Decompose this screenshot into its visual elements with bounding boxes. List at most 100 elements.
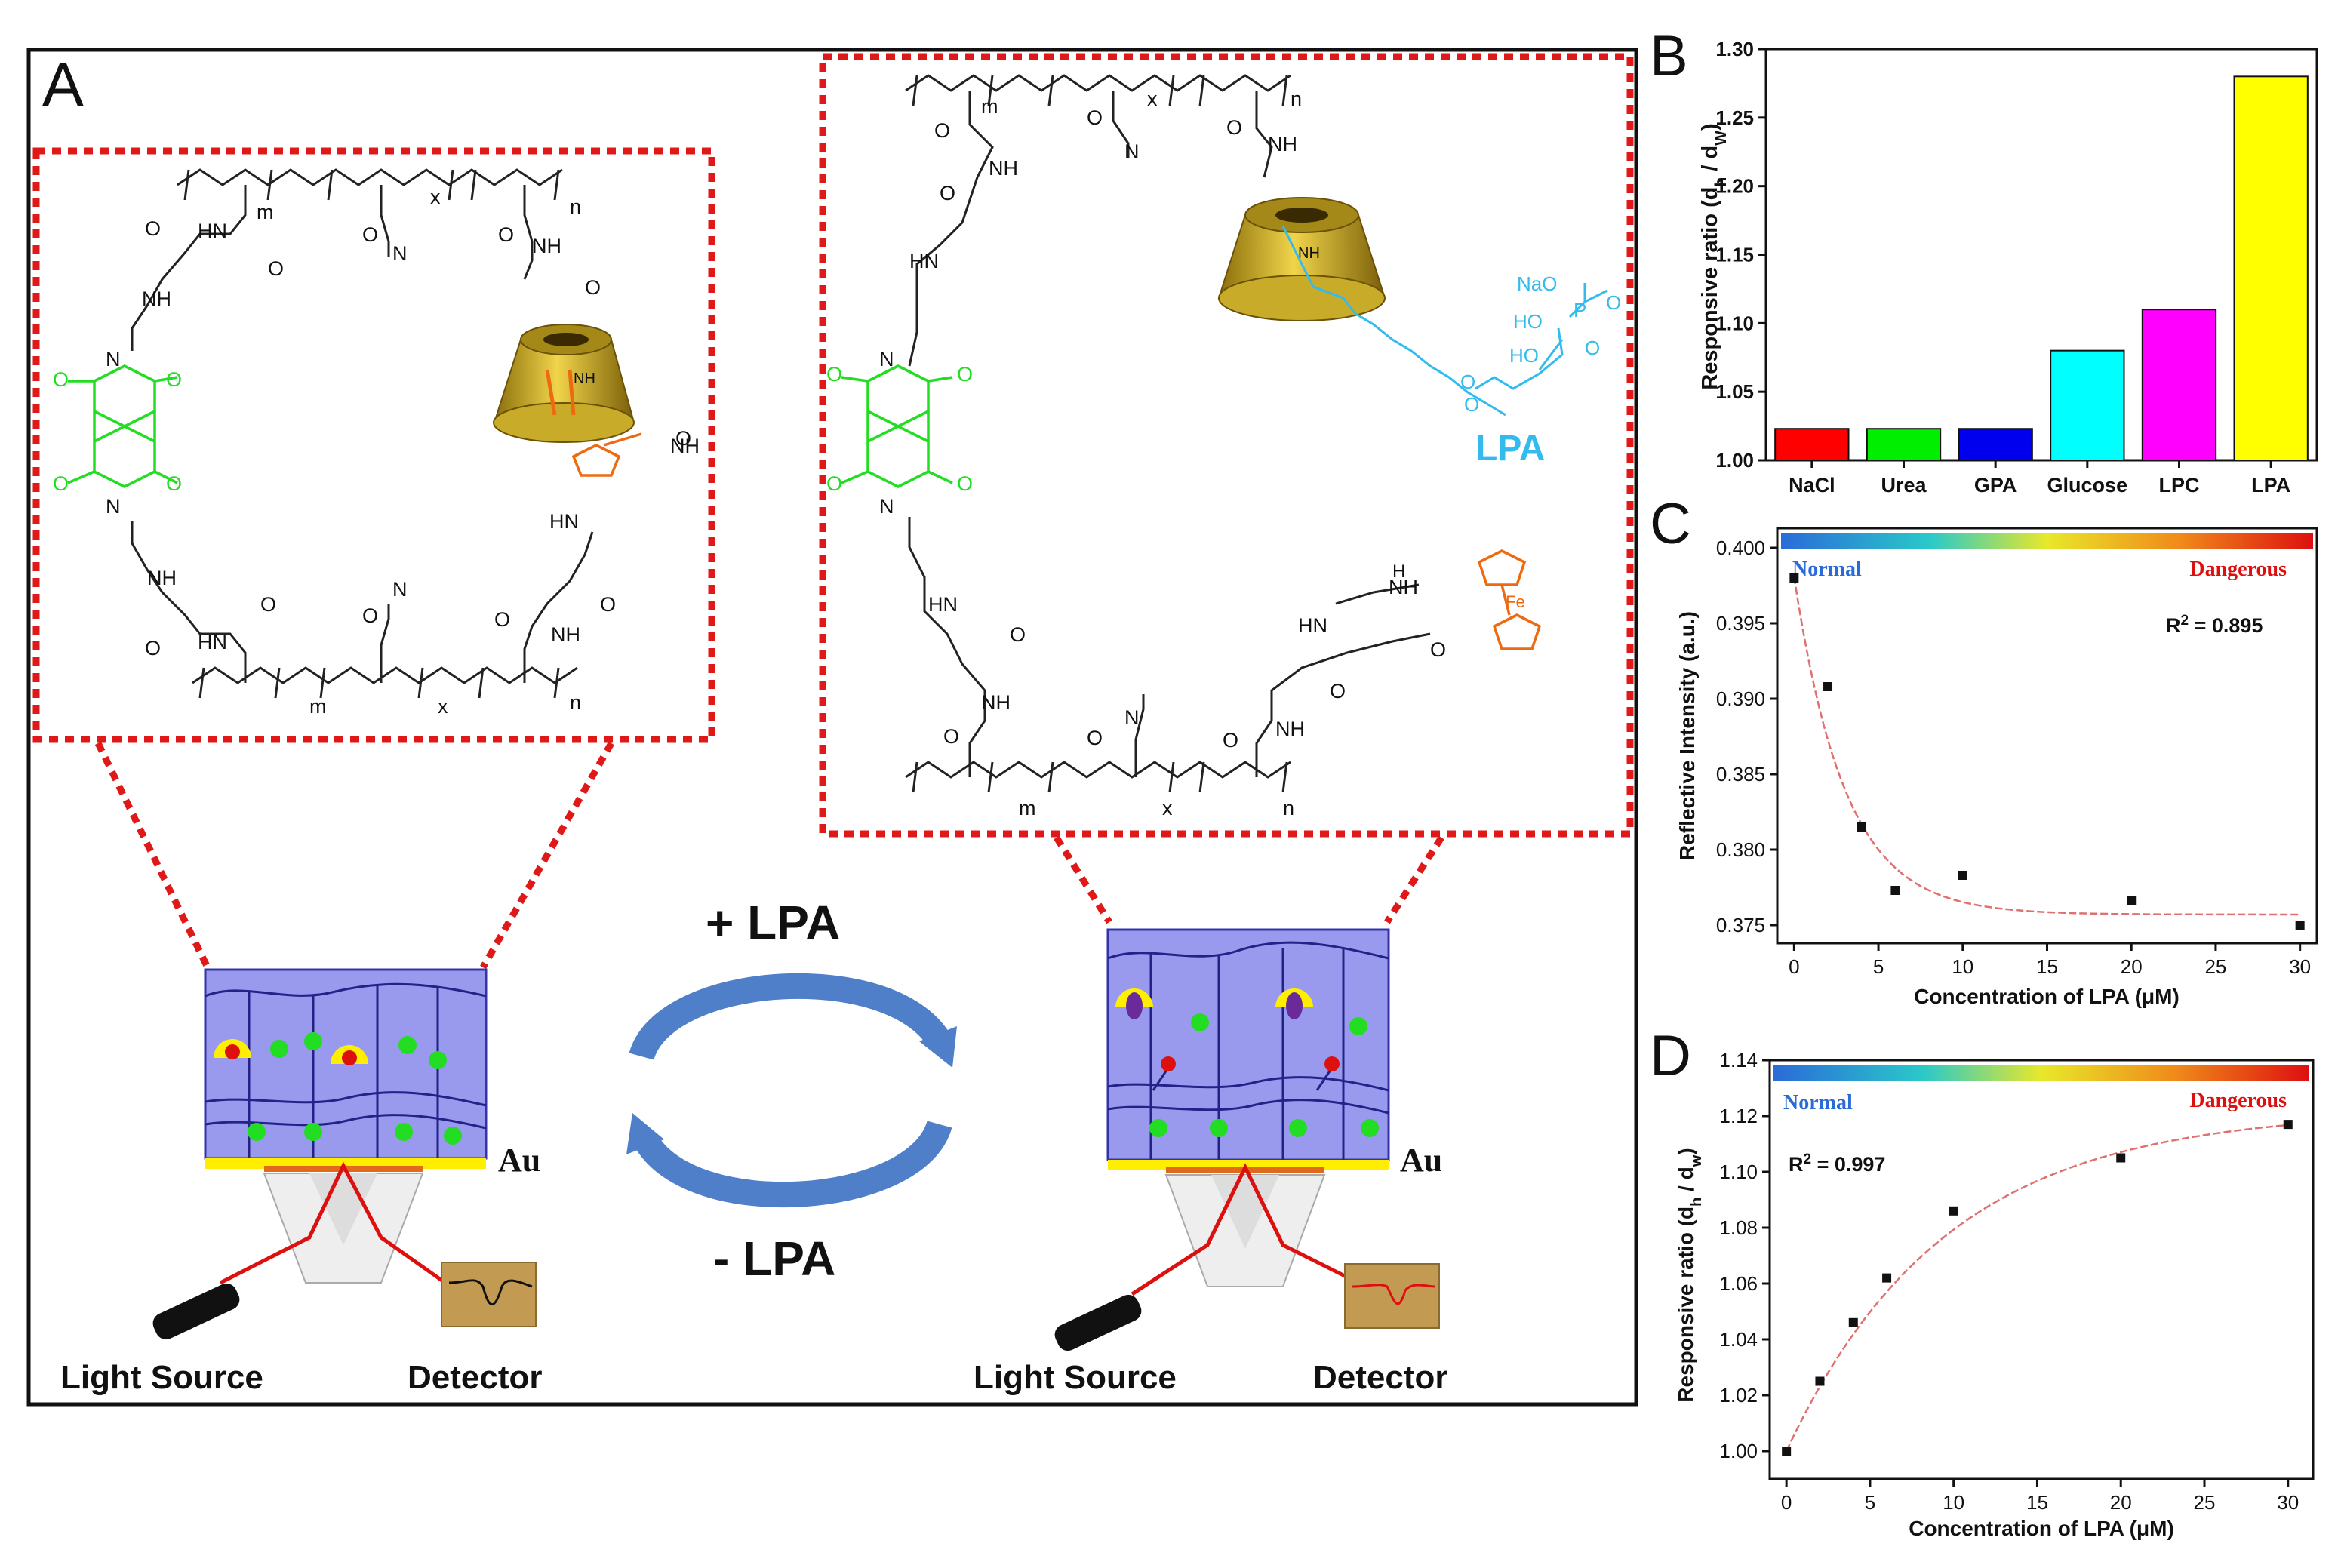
right-au-label: Au [1400, 1142, 1442, 1179]
y-axis-label: Reflective Intensity (a.u.) [1675, 611, 1699, 860]
y-tick-label: 1.14 [1719, 1049, 1758, 1071]
x-tick-label: 5 [1865, 1491, 1875, 1514]
x-tick-label: 10 [1943, 1491, 1964, 1514]
bar [1866, 428, 1942, 462]
y-tick-label: 0.395 [1716, 612, 1765, 635]
svg-text:O: O [585, 276, 601, 299]
zoom-connector [1384, 835, 1444, 924]
left-molecule [131, 168, 594, 699]
svg-text:O: O [1087, 106, 1103, 129]
svg-text:O: O [494, 608, 510, 631]
svg-text:H: H [1392, 561, 1405, 582]
svg-text:n: n [1291, 88, 1302, 110]
y-tick-label: 1.00 [1715, 449, 1754, 472]
data-point [1823, 682, 1833, 691]
minus-lpa-label: - LPA [713, 1231, 835, 1286]
panel-c-label: C [1650, 492, 1691, 556]
y-tick-label: 1.30 [1715, 38, 1754, 60]
data-point [1848, 1317, 1858, 1327]
x-tick-label: 10 [1952, 955, 1973, 978]
svg-text:m: m [1019, 797, 1036, 819]
svg-text:N: N [106, 348, 121, 370]
svg-text:N: N [392, 242, 408, 265]
zoom-connector [480, 741, 614, 970]
y-tick-label: 0.375 [1716, 914, 1765, 936]
data-point [1890, 886, 1900, 895]
right-spr-device [1054, 928, 1440, 1351]
svg-text:NH: NH [532, 235, 561, 257]
fit-curve [1786, 1124, 2288, 1452]
zoom-connector [94, 742, 211, 969]
svg-text:N: N [879, 495, 894, 518]
y-axis-label: Responsive ratio (dh / dW) [1698, 123, 1730, 389]
svg-text:O: O [940, 182, 955, 204]
y-axis-label: Responsive ratio (dh / dw) [1674, 1148, 1705, 1402]
svg-text:NH: NH [142, 287, 171, 310]
svg-text:O: O [1330, 680, 1346, 703]
plus-lpa-label: + LPA [706, 896, 840, 950]
x-axis-label: Concentration of LPA (μM) [1914, 985, 2180, 1008]
data-point [2283, 1120, 2293, 1130]
left-detector-label: Detector [408, 1359, 543, 1396]
x-tick-label: LPA [2251, 474, 2290, 497]
data-point [1857, 822, 1866, 832]
svg-text:O: O [362, 604, 378, 627]
x-tick-label: GPA [1974, 474, 2017, 497]
svg-text:NH: NH [1275, 718, 1305, 740]
x-tick-label: 30 [2277, 1491, 2299, 1514]
r2-annotation: R2 = 0.997 [1789, 1151, 1885, 1176]
x-tick-label: 15 [2036, 955, 2058, 978]
lpa-tag: LPA [1475, 429, 1545, 469]
svg-text:HN: HN [909, 250, 939, 272]
svg-text:O: O [600, 593, 616, 616]
bar [1774, 428, 1850, 462]
y-tick-label: 1.12 [1719, 1105, 1758, 1127]
right-cyclodextrin: NH [1217, 197, 1386, 321]
svg-text:N: N [392, 578, 408, 601]
data-point [1949, 1206, 1958, 1216]
svg-text:NH: NH [1268, 133, 1297, 155]
x-tick-label: Urea [1881, 474, 1927, 497]
right-detector-label: Detector [1313, 1359, 1448, 1396]
data-point [2127, 896, 2137, 905]
svg-text:NH: NH [147, 567, 177, 589]
svg-text:O: O [1430, 638, 1446, 661]
y-tick-label: 1.00 [1719, 1440, 1758, 1462]
svg-text:HN: HN [928, 593, 958, 616]
svg-text:N: N [1124, 706, 1140, 729]
y-tick-label: 1.06 [1719, 1272, 1758, 1295]
svg-text:HN: HN [198, 220, 227, 242]
svg-text:m: m [981, 95, 998, 118]
svg-text:O: O [53, 368, 69, 391]
svg-text:O: O [1606, 291, 1621, 314]
svg-text:O: O [1460, 370, 1475, 393]
svg-text:O: O [498, 223, 514, 246]
left-ferrocene [571, 432, 642, 477]
svg-text:O: O [145, 637, 161, 659]
bar [2233, 75, 2309, 461]
svg-text:HN: HN [1298, 614, 1327, 637]
x-tick-label: Glucose [2047, 474, 2128, 497]
fit-curve [1793, 576, 2300, 916]
svg-text:n: n [1283, 797, 1294, 819]
svg-text:O: O [826, 363, 842, 386]
y-tick-label: 1.15 [1715, 244, 1754, 266]
y-tick-label: 1.08 [1719, 1216, 1758, 1239]
y-tick-label: 1.20 [1715, 175, 1754, 198]
svg-text:n: n [570, 691, 581, 714]
svg-text:P: P [1574, 299, 1586, 321]
svg-text:n: n [570, 195, 581, 218]
panel-a-label: A [42, 51, 84, 119]
svg-text:x: x [1147, 88, 1158, 110]
y-tick-label: 1.10 [1719, 1161, 1758, 1183]
left-spr-device [152, 968, 537, 1340]
svg-text:x: x [430, 186, 441, 208]
svg-text:O: O [675, 427, 691, 450]
svg-text:m: m [309, 695, 327, 718]
r2-annotation: R2 = 0.895 [2166, 613, 2263, 638]
svg-text:N: N [106, 495, 121, 518]
data-point [2295, 921, 2305, 930]
data-point [1958, 871, 1967, 880]
